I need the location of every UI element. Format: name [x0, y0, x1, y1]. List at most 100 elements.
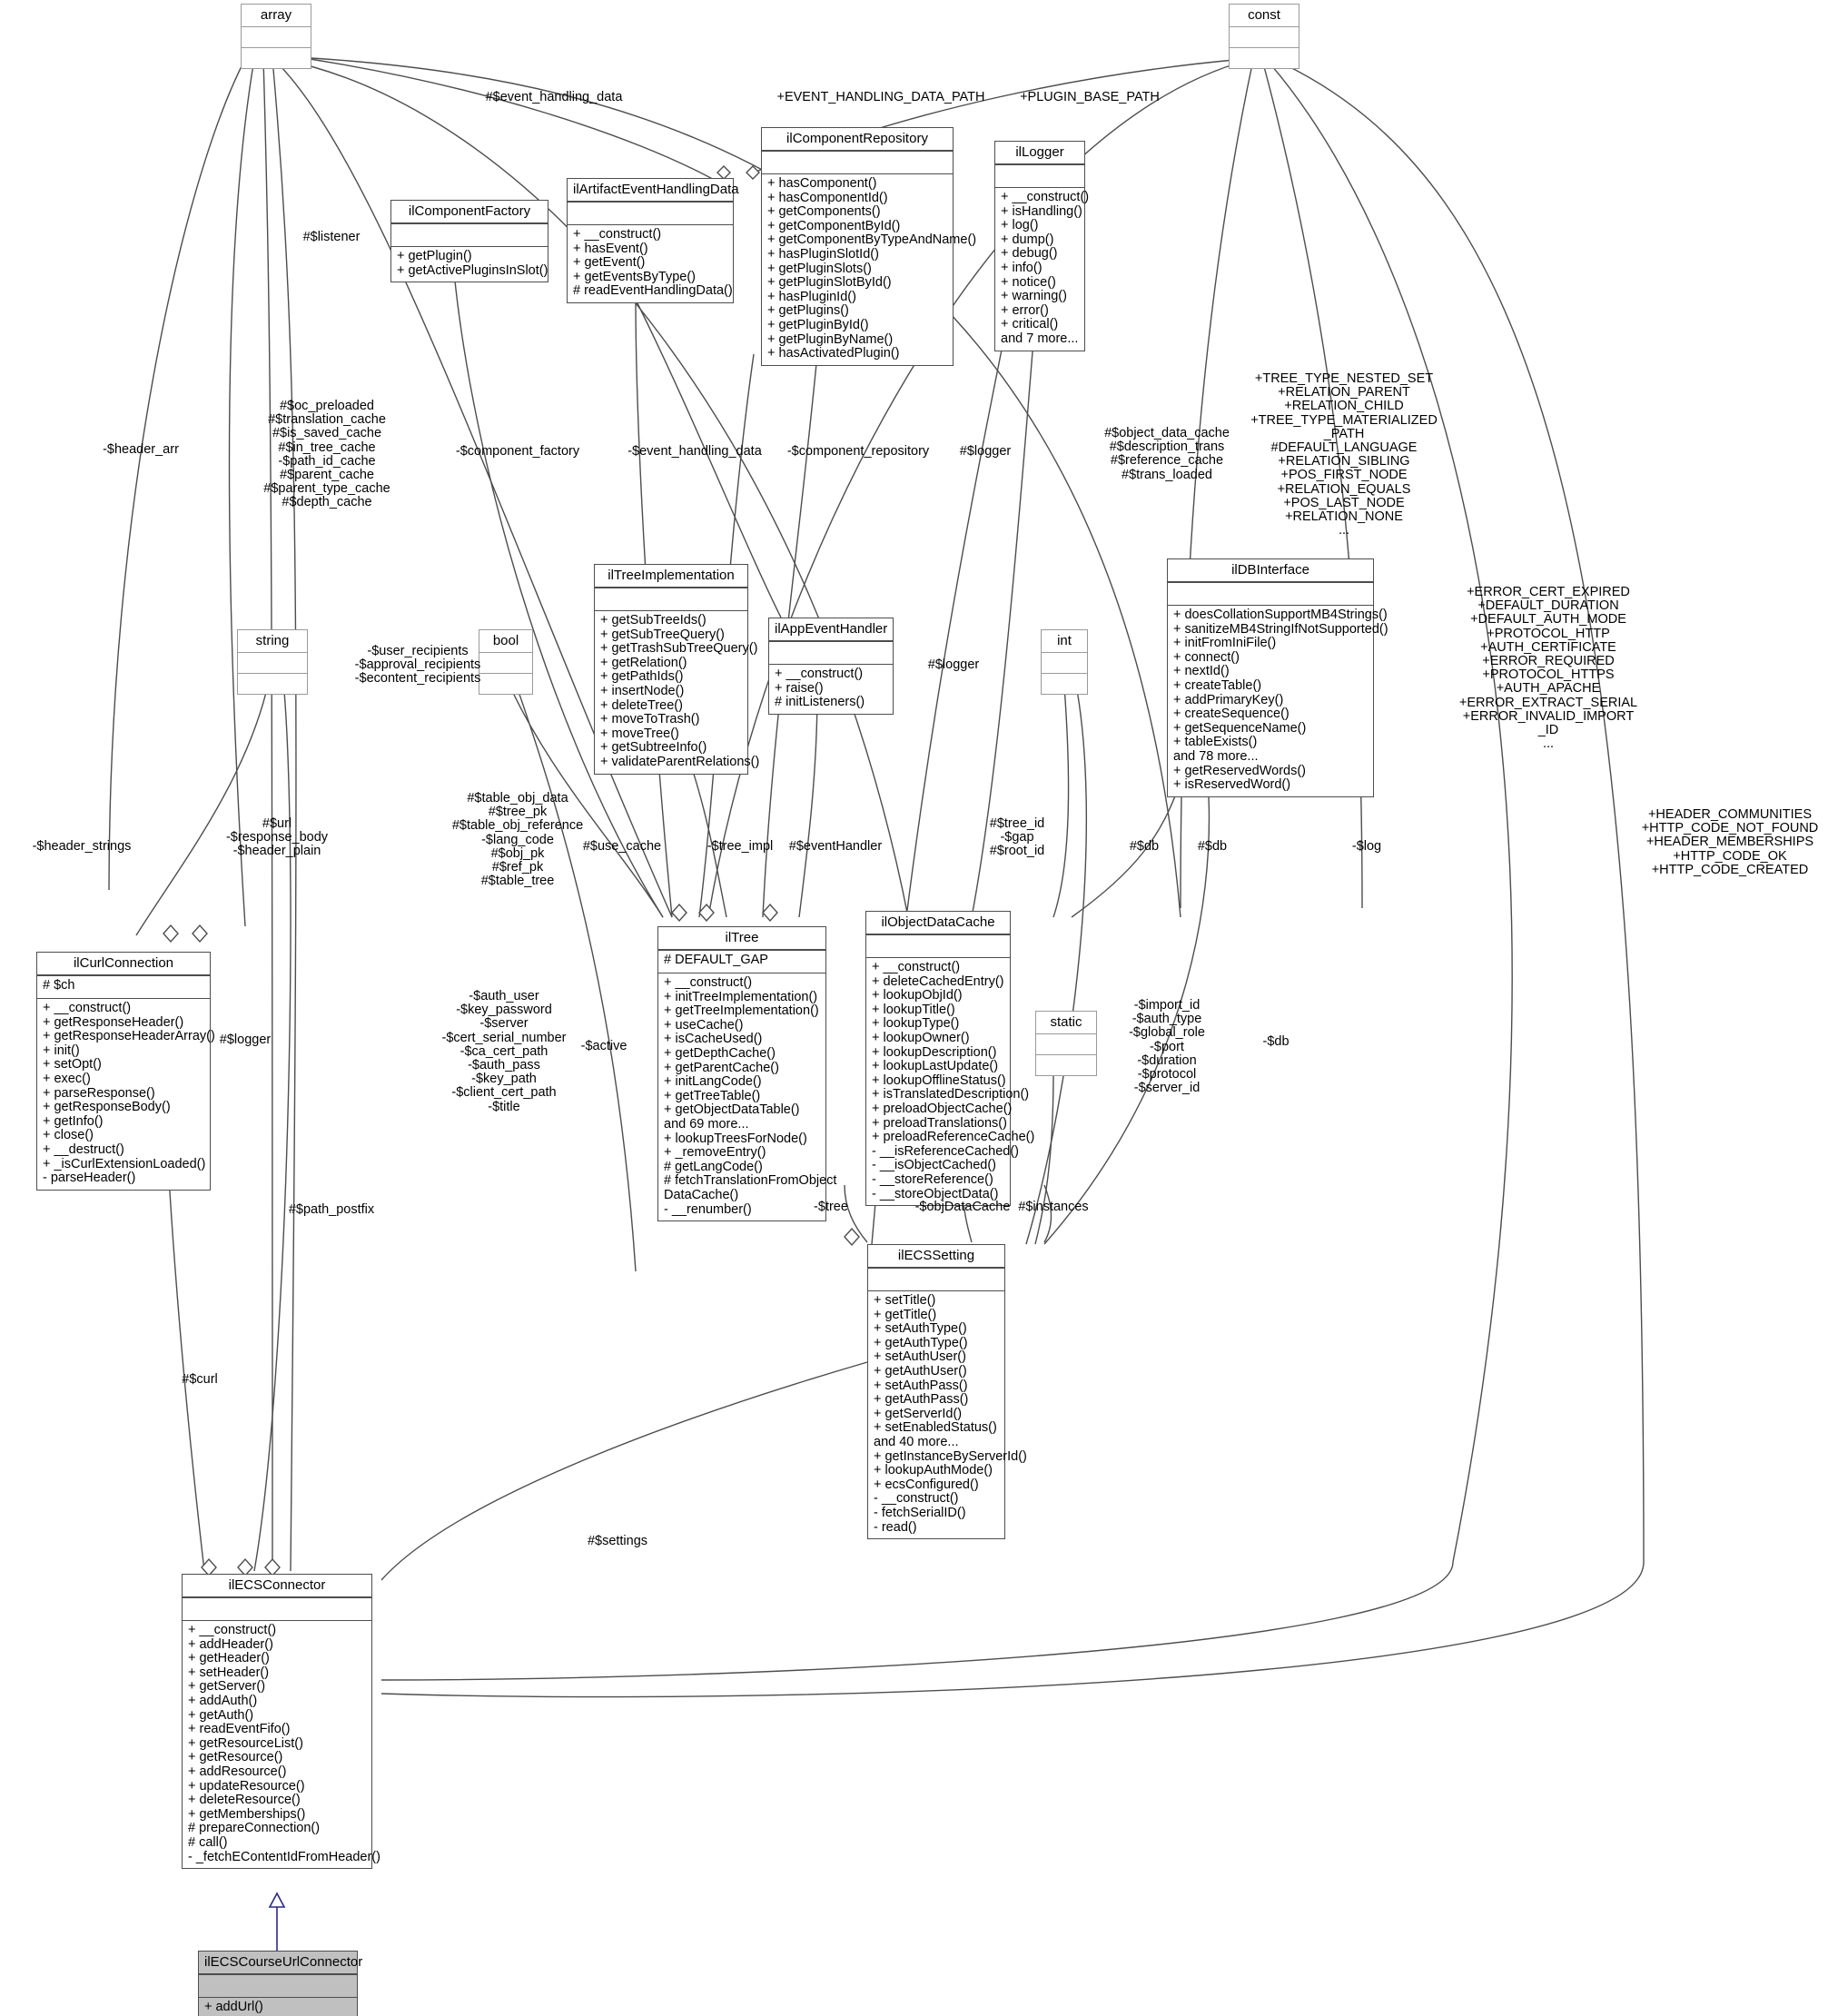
class-attributes [1036, 1034, 1096, 1055]
operation: - __isReferenceCached() [872, 1143, 1019, 1159]
attribute: # DEFAULT_GAP [664, 953, 768, 967]
operation: - _fetchEContentIdFromHeader() [188, 1849, 380, 1864]
class-box-ilcurlconnection[interactable]: ilCurlConnection # $ch + __construct() +… [36, 952, 215, 1191]
operation: + lookupType() [872, 1016, 960, 1032]
class-box-ilobjectdatacache[interactable]: ilObjectDataCache + __construct() + dele… [865, 911, 1034, 1207]
operation: + getParentCache() [664, 1060, 779, 1075]
operation: + __construct() [573, 227, 662, 242]
operation: + insertNode() [600, 683, 685, 698]
class-title: ilTreeImplementation [595, 565, 747, 588]
class-attributes [995, 165, 1084, 188]
operation: + moveTree() [600, 726, 679, 741]
operation: + lookupTitle() [872, 1002, 955, 1017]
operation: + debug() [1001, 246, 1058, 262]
class-box-ilappeventhandler[interactable]: ilAppEventHandler + __construct() + rais… [768, 618, 894, 715]
class-attributes [391, 224, 548, 247]
class-box-ilecscourseurlconnector[interactable]: ilECSCourseUrlConnector + addUrl() [198, 1951, 362, 2016]
operation: + preloadTranslations() [872, 1115, 1007, 1131]
operation: + lookupOfflineStatus() [872, 1072, 1006, 1088]
edge-label-table-obj-data: #$table_obj_data #$tree_pk #$table_obj_r… [451, 791, 584, 889]
class-box-ilecsconnector[interactable]: ilECSConnector + __construct() + addHead… [182, 1574, 380, 1870]
operation: and 78 more... [1173, 748, 1259, 764]
class-attributes [866, 935, 1010, 958]
edge-label-curl: #$curl [182, 1372, 218, 1387]
class-operations [1230, 48, 1299, 68]
class-box-const[interactable]: const [1229, 4, 1299, 69]
class-title: int [1042, 630, 1087, 653]
class-box-ilartifacteventhandlingdata[interactable]: ilArtifactEventHandlingData + __construc… [567, 178, 739, 303]
class-operations [1042, 674, 1087, 694]
operation: + parseResponse() [43, 1085, 155, 1101]
operation: + getPlugins() [767, 303, 849, 319]
class-box-ilecssetting[interactable]: ilECSSetting + setTitle() + getTitle() +… [867, 1244, 1027, 1540]
operation: + raise() [775, 680, 824, 696]
class-attributes [242, 27, 311, 48]
class-operations: + doesCollationSupportMB4Strings() + san… [1168, 606, 1388, 796]
operation: + __destruct() [43, 1141, 124, 1157]
class-title: const [1230, 5, 1299, 27]
edge-label-event-handling-data-top: #$event_handling_data [485, 90, 623, 104]
class-title: ilArtifactEventHandlingData [568, 179, 739, 203]
operation: + hasEvent() [573, 241, 648, 256]
class-box-iltreeimplementation[interactable]: ilTreeImplementation + getSubTreeIds() +… [594, 564, 759, 775]
operation: + dump() [1001, 232, 1054, 247]
edge-label-slog: -$log [1351, 839, 1382, 854]
operation: + getServerId() [874, 1406, 963, 1421]
operation: + getServer() [188, 1679, 266, 1695]
class-box-illogger[interactable]: ilLogger + __construct() + isHandling() … [994, 141, 1089, 351]
class-operations: + getPlugin() + getActivePluginsInSlot() [391, 247, 548, 282]
class-attributes [1230, 27, 1299, 48]
operation: + getEventsByType() [573, 269, 696, 284]
class-title: ilTree [658, 927, 825, 951]
operation: - __construct() [874, 1491, 959, 1507]
class-box-ilcomponentfactory[interactable]: ilComponentFactory + getPlugin() + getAc… [390, 200, 548, 283]
operation: + getResponseHeader() [43, 1014, 184, 1030]
operation: + getResourceList() [188, 1735, 303, 1751]
class-box-array[interactable]: array [241, 4, 311, 69]
class-attributes [199, 1975, 357, 1998]
operation: + ecsConfigured() [874, 1477, 979, 1492]
operation: + getInstanceByServerId() [874, 1448, 1027, 1464]
operation: # call() [188, 1834, 228, 1850]
class-attributes [1168, 583, 1373, 606]
class-box-string[interactable]: string [237, 629, 308, 695]
operation: + getComponentByTypeAndName() [767, 232, 977, 248]
class-box-ilcomponentrepository[interactable]: ilComponentRepository + hasComponent() +… [761, 127, 977, 366]
attribute: # $ch [43, 978, 75, 993]
operation: - fetchSerialID() [874, 1505, 966, 1520]
class-operations: + __construct() + isHandling() + log() +… [995, 188, 1089, 351]
class-box-static[interactable]: static [1035, 1011, 1097, 1076]
operation: - parseHeader() [43, 1171, 136, 1186]
operation: + getComponentById() [767, 218, 901, 233]
operation: + close() [43, 1128, 94, 1143]
operation: + nextId() [1173, 664, 1230, 679]
class-attributes [183, 1598, 371, 1621]
operation: + __construct() [664, 975, 753, 990]
edge-label-logger-mid: #$logger [927, 657, 980, 672]
operation: + getAuthUser() [874, 1363, 967, 1379]
edge-label-path-postfix: #$path_postfix [288, 1202, 375, 1217]
operation: + hasComponent() [767, 176, 877, 191]
operation: + setOpt() [43, 1057, 102, 1072]
class-box-bool[interactable]: bool [479, 629, 533, 695]
operation: + lookupLastUpdate() [872, 1059, 999, 1074]
operation: + getSubTreeQuery() [600, 627, 725, 642]
operation: + isTranslatedDescription() [872, 1087, 1030, 1102]
edge-label-settings: #$settings [587, 1534, 648, 1548]
class-box-iltree[interactable]: ilTree # DEFAULT_GAP + __construct() + i… [657, 926, 836, 1222]
class-operations: + getSubTreeIds() + getSubTreeQuery() + … [595, 611, 759, 774]
operation: + info() [1001, 260, 1043, 275]
operation: + warning() [1001, 289, 1067, 304]
class-box-int[interactable]: int [1041, 629, 1088, 695]
operation: # readEventHandlingData() [573, 283, 733, 299]
edge-label-listener: #$listener [302, 230, 361, 244]
operation: - __storeObjectData() [872, 1186, 999, 1201]
operation: + hasComponentId() [767, 190, 888, 205]
operation: + getSubTreeIds() [600, 613, 707, 628]
operation: + __construct() [775, 667, 864, 681]
class-box-ildbinterface[interactable]: ilDBInterface + doesCollationSupportMB4S… [1167, 558, 1388, 797]
edge-label-object-data-cache: #$object_data_cache #$description_trans … [1104, 426, 1230, 482]
operation: and 69 more... [664, 1116, 749, 1132]
operation: + critical() [1001, 317, 1059, 332]
